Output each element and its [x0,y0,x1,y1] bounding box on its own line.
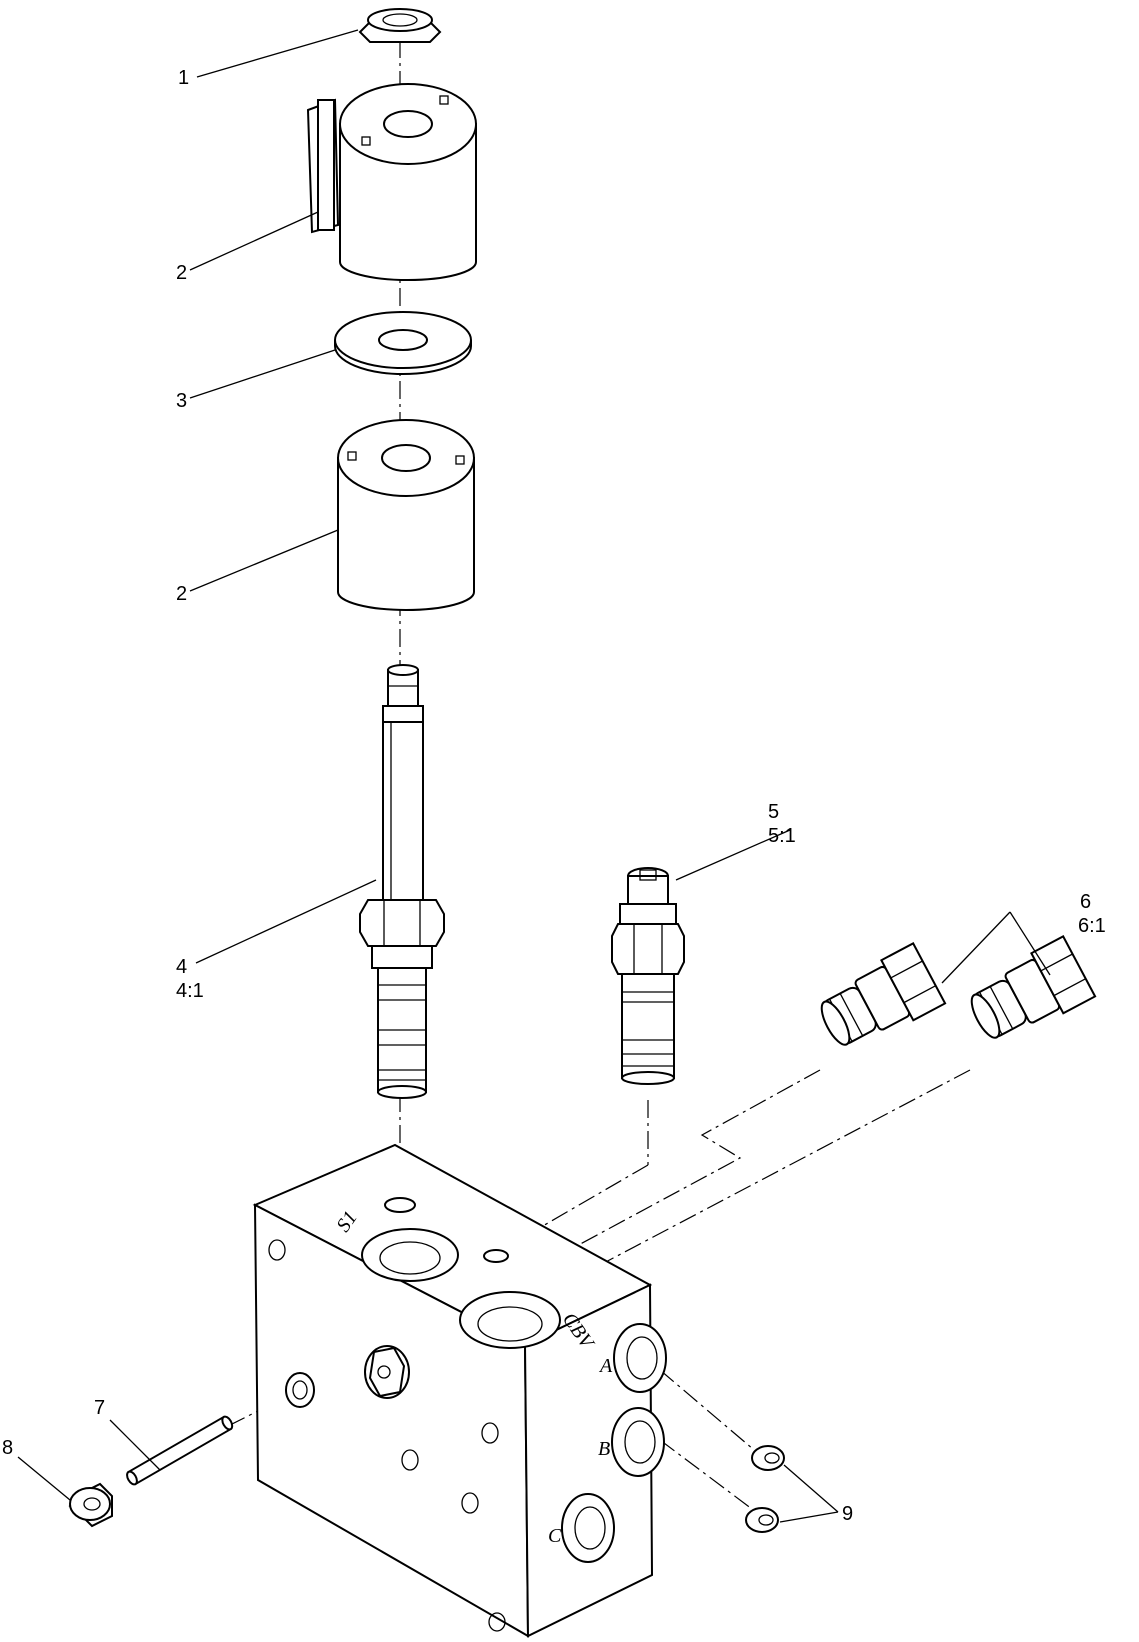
leader-lines [17,29,1051,1523]
solenoid-cartridge-part-4 [359,664,445,1099]
callout-4: 4 [176,956,187,978]
callouts: 1 2 3 2 4 4:1 5 5:1 6 6:1 7 8 9 [2,67,1106,1525]
callout-9: 9 [842,1503,853,1525]
fitting-part-6-left [820,941,947,1046]
callout-2-upper: 2 [176,262,187,284]
callout-6-1: 6:1 [1078,915,1106,937]
side-port-pin [285,1372,315,1408]
b-marking: B [598,1438,610,1460]
manifold-block: S1 CBV A B C [252,1143,667,1638]
callout-5-1: 5:1 [768,825,796,847]
port-a [613,1323,667,1393]
top-pilot-port [384,1197,416,1213]
callout-3: 3 [176,390,187,412]
callout-4-1: 4:1 [176,980,204,1002]
port-s1 [361,1228,459,1282]
nut-part-8 [68,1482,113,1528]
callout-6: 6 [1080,891,1091,913]
callout-8: 8 [2,1437,13,1459]
callout-1: 1 [178,67,189,89]
plug-part-9-upper [751,1445,785,1471]
port-b [611,1407,665,1477]
callout-5: 5 [768,801,779,823]
callout-7: 7 [94,1397,105,1419]
port-cbv [459,1291,561,1349]
callout-2-lower: 2 [176,583,187,605]
c-marking: C [548,1525,562,1547]
plug-part-9-lower [745,1507,779,1533]
pin-part-7 [126,1415,234,1486]
coil-part-2 [337,419,475,611]
nut-part-1 [358,8,442,43]
fitting-part-6-right [970,934,1097,1039]
a-marking: A [598,1355,613,1377]
port-c [561,1493,615,1563]
plug-fitting [364,1345,410,1399]
coil-with-connector-part-2 [306,83,477,281]
washer-part-3 [334,311,472,375]
cartridge-valve-part-5 [611,867,685,1085]
